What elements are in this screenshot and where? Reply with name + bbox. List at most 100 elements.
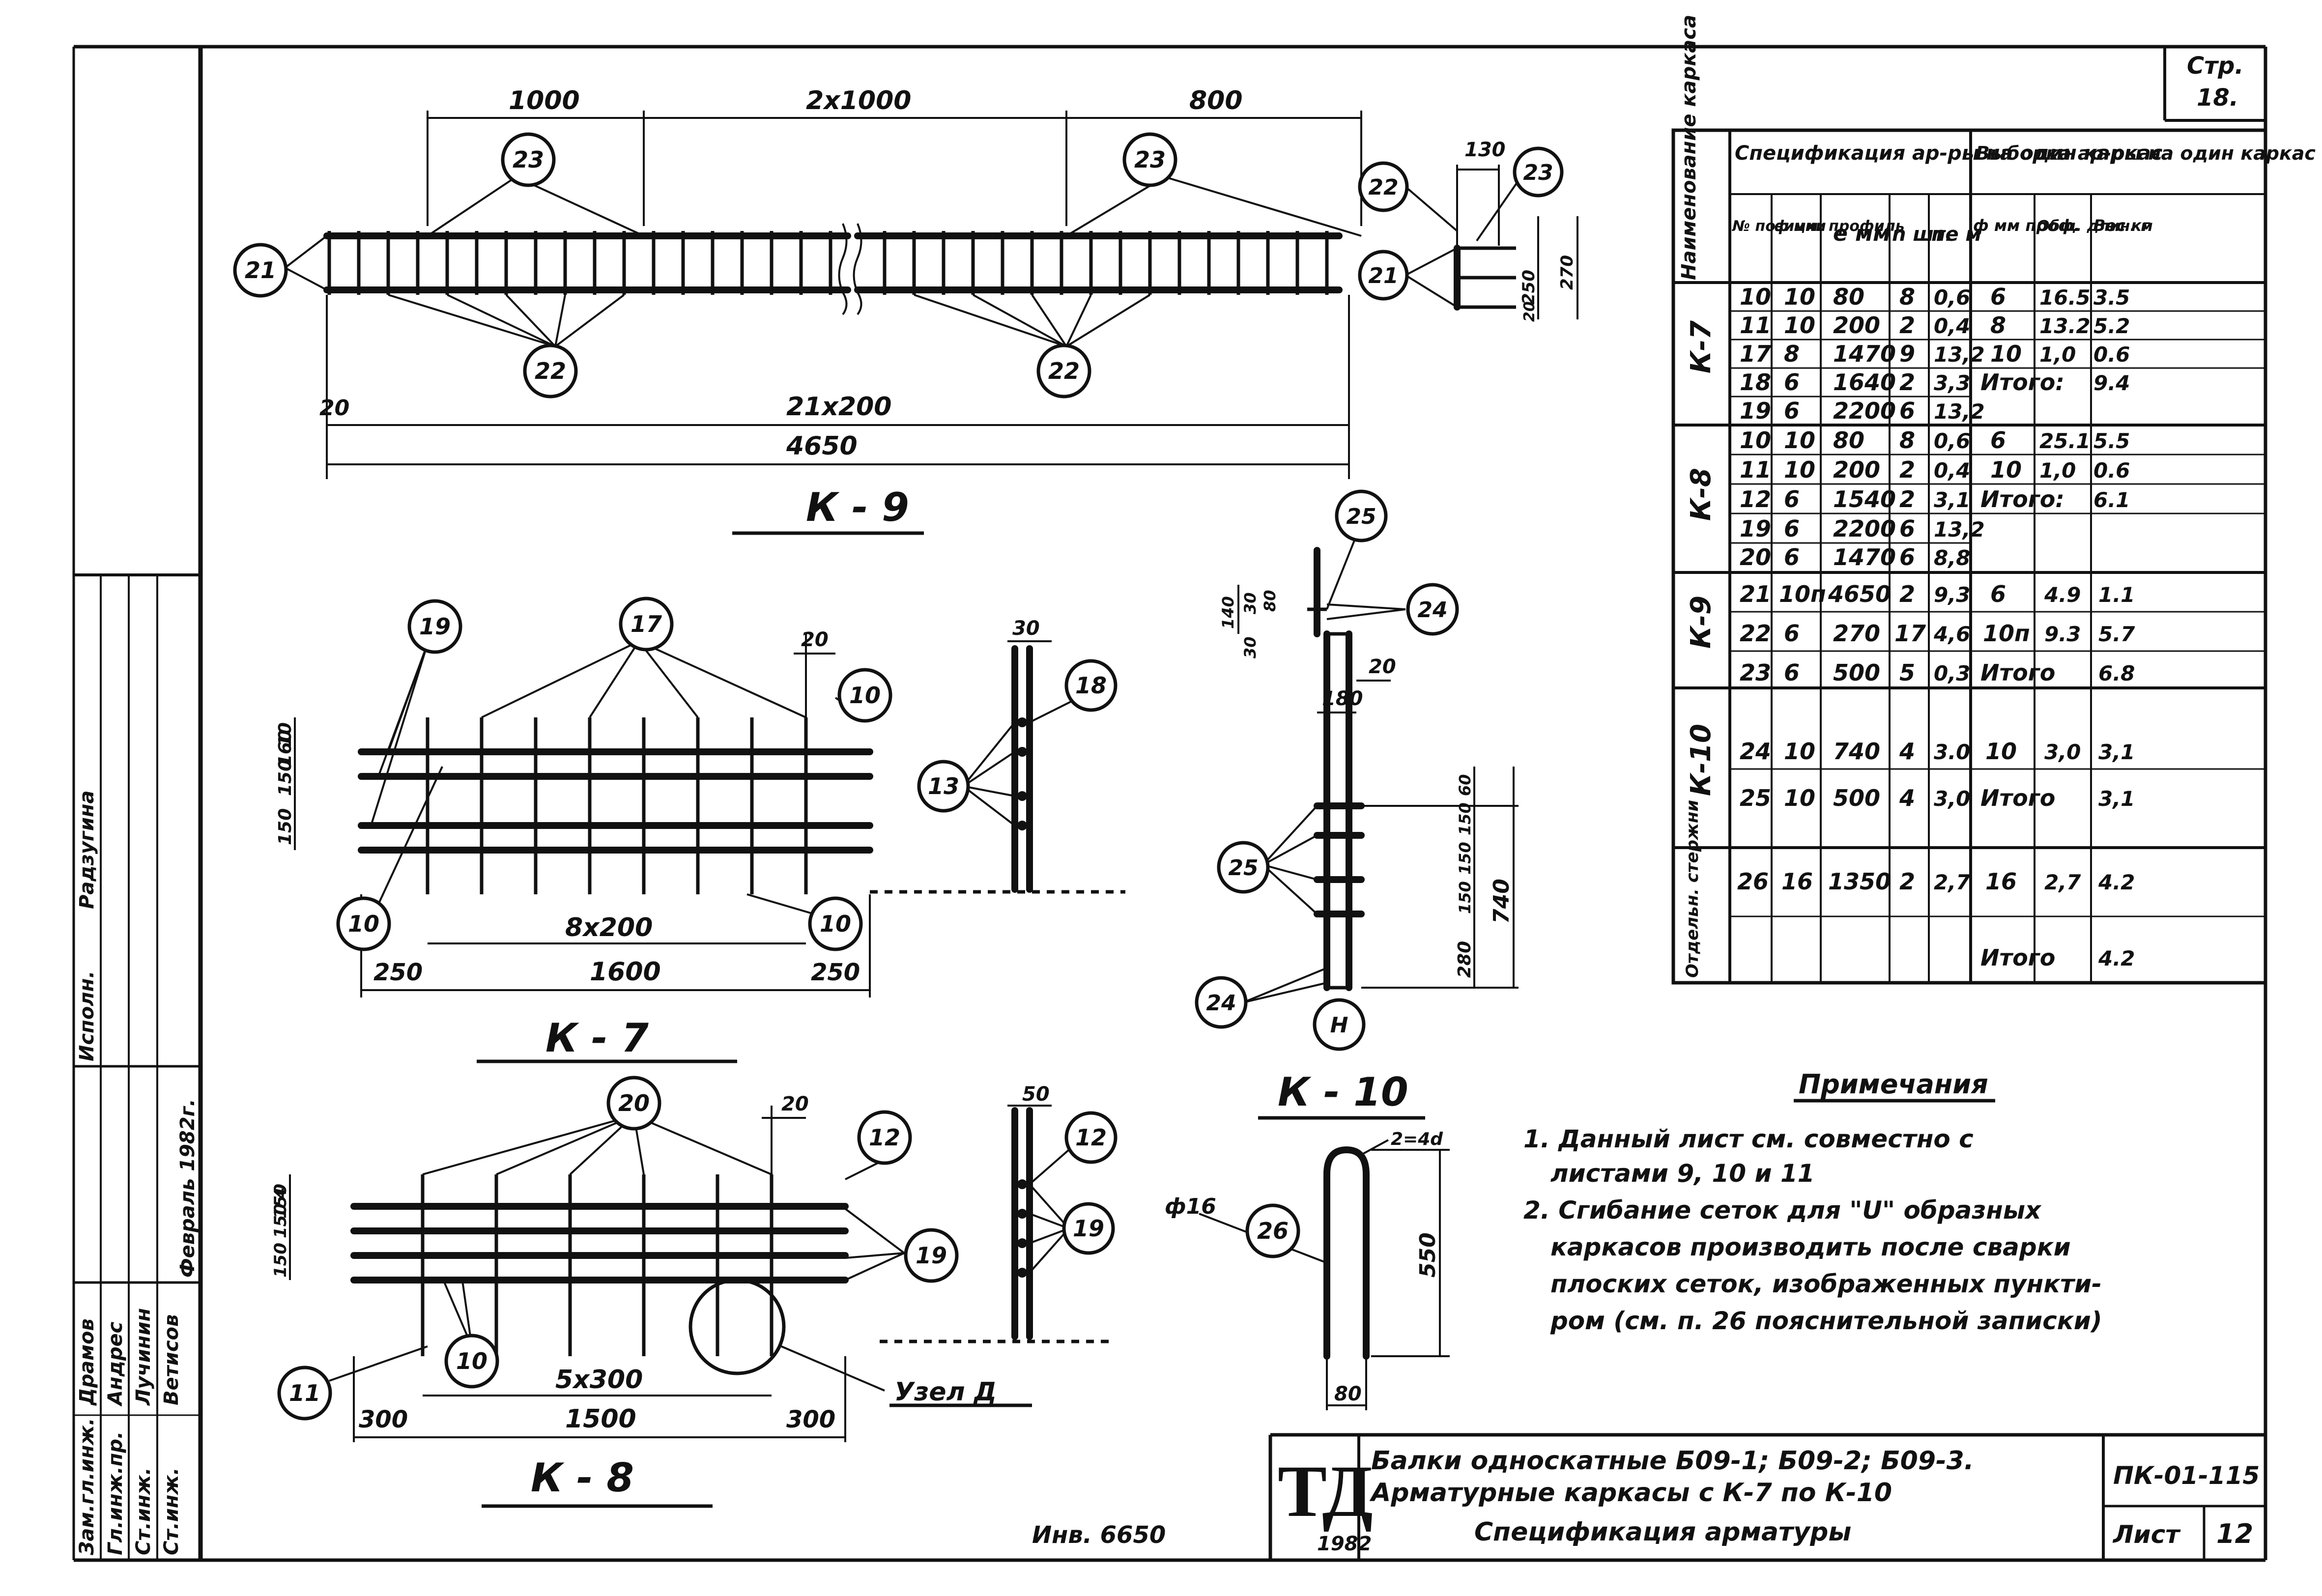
stamp-role-2: Гл.инж.пр. bbox=[104, 1431, 127, 1555]
spec-head-spec: Спецификация ар-ры на один каркас bbox=[1735, 142, 2163, 165]
spec-cell: 18 bbox=[1740, 369, 1771, 396]
notes-line-4: каркасов производить после сварки bbox=[1550, 1233, 2071, 1261]
view-k8-section: 50 12 19 bbox=[880, 1083, 1118, 1343]
table-row: 10 10 80 8 0,6 6 25.1 5.5 bbox=[1740, 427, 2130, 454]
k7-dim-left-3: 150 bbox=[275, 808, 295, 845]
spec-cell: 13,2 bbox=[1934, 399, 1985, 424]
k7-sec-dim-top: 30 bbox=[1012, 617, 1040, 640]
k9-sec-callout-22: 22 bbox=[1368, 175, 1398, 200]
spec-cell: 1,0 bbox=[2039, 342, 2076, 367]
notes-line-5: плоских сеток, изображенных пункти- bbox=[1550, 1270, 2102, 1298]
spec-cell: 2200 bbox=[1833, 515, 1896, 542]
spec-cell: 24 bbox=[1740, 738, 1771, 765]
k8-callout-11: 11 bbox=[289, 1380, 320, 1406]
spec-cell: 13,2 bbox=[1934, 342, 1985, 367]
spec-cell: 10 bbox=[1985, 738, 2017, 765]
spec-cell: 740 bbox=[1833, 738, 1880, 765]
spec-cell: 9.4 bbox=[2093, 371, 2130, 395]
spec-cell: 2 bbox=[1899, 312, 1915, 339]
spec-cell: 10 bbox=[1784, 312, 1815, 339]
k7-dim-mid: 8х200 bbox=[565, 913, 653, 942]
view-k9: 1000 2х1000 800 bbox=[233, 86, 1362, 535]
table-row: 18 6 1640 2 3,3 Итого: 9.4 bbox=[1740, 369, 2130, 396]
k8-callout-10: 10 bbox=[456, 1348, 487, 1374]
k10-callout-24a: 24 bbox=[1417, 598, 1447, 623]
k9-sec-dim-w: 130 bbox=[1464, 139, 1506, 161]
table-row: 11 10 200 2 0,4 8 13.2 5.2 bbox=[1740, 312, 2130, 339]
k8-dim-mid: 5х300 bbox=[555, 1365, 643, 1395]
k8-dim-bottom-2: 1500 bbox=[565, 1404, 636, 1434]
stamp-role-1: Зам.гл.инж. bbox=[76, 1418, 98, 1556]
k10-callout-n: Н bbox=[1330, 1013, 1348, 1038]
spec-cell: 0.6 bbox=[2093, 458, 2130, 483]
table-row: Итого 4.2 bbox=[1980, 944, 2135, 971]
k7-sec-callout-18: 18 bbox=[1075, 672, 1107, 699]
table-row: 17 8 1470 9 13,2 10 1,0 0.6 bbox=[1740, 341, 2130, 367]
k8-callout-19: 19 bbox=[916, 1242, 947, 1269]
stamp-executor-role: Исполн. bbox=[76, 971, 98, 1061]
k7-callout-19: 19 bbox=[419, 613, 451, 640]
k10-dim-top-2: 30 bbox=[1241, 592, 1260, 614]
k10-dim-a: 180 bbox=[1322, 687, 1363, 710]
spec-cell: 6 bbox=[1899, 398, 1915, 424]
stamp-name-2: Андрес bbox=[104, 1321, 127, 1407]
k9-callout-22b: 22 bbox=[1048, 358, 1080, 384]
spec-cell: 4,6 bbox=[1933, 622, 1970, 646]
spec-cell: 5.5 bbox=[2093, 429, 2130, 453]
spec-cell: 20 bbox=[1740, 544, 1771, 570]
spec-cell: 80 bbox=[1833, 427, 1864, 454]
stamp-role-3: Ст.инж. bbox=[132, 1468, 155, 1555]
spec-cell: 6.1 bbox=[2093, 488, 2130, 512]
spec-col-1: № позиции bbox=[1731, 218, 1826, 235]
k9-dim-top-1: 1000 bbox=[509, 86, 580, 115]
spec-cell: 12 bbox=[1740, 486, 1771, 513]
table-row: 11 10 200 2 0,4 10 1,0 0.6 bbox=[1740, 456, 2130, 483]
spec-cell: 4.9 bbox=[2044, 583, 2081, 607]
k8-stirrups bbox=[421, 1174, 774, 1356]
k10-dim-top-1: 140 bbox=[1219, 596, 1237, 629]
bar26-diameter: ф16 bbox=[1165, 1194, 1216, 1219]
k9-dim-top-2: 2х1000 bbox=[806, 86, 911, 115]
title-line-2: Арматурные каркасы с К-7 по К-10 bbox=[1369, 1478, 1892, 1508]
k10-dim-right-5: 280 bbox=[1455, 941, 1475, 978]
spec-cell: 11 bbox=[1740, 312, 1771, 339]
spec-cell: 4 bbox=[1899, 738, 1915, 765]
spec-cell: 3,0 bbox=[2044, 740, 2081, 764]
spec-cell: 2 bbox=[1899, 369, 1915, 396]
k8-callout-20: 20 bbox=[618, 1090, 650, 1116]
spec-cell: 5.2 bbox=[2093, 314, 2130, 338]
k8-dim-left-4: 150 bbox=[271, 1184, 290, 1219]
spec-cell: 8 bbox=[1899, 284, 1915, 310]
k8-dim-left-2: 150 bbox=[271, 1203, 290, 1238]
k8-title: К - 8 bbox=[531, 1455, 634, 1501]
table-row: 24 10 740 4 3.0 10 3,0 3,1 bbox=[1740, 738, 2135, 765]
bar26-radius: 2=4d bbox=[1391, 1129, 1443, 1149]
spec-cell: 0,3 bbox=[1934, 661, 1970, 685]
table-row: 21 10п 4650 2 9,3 6 4.9 1.1 bbox=[1740, 581, 2135, 607]
stamp-name-1: Драмов bbox=[76, 1318, 98, 1406]
spec-cell: 0,4 bbox=[1934, 314, 1970, 338]
table-row: 10 10 80 8 0,6 6 16.5 3.5 bbox=[1740, 284, 2130, 310]
spec-cell: 6 bbox=[1899, 544, 1915, 570]
spec-cell: 16.5 bbox=[2039, 285, 2091, 310]
spec-cell: 8 bbox=[1990, 312, 2006, 339]
k10-dim-right-3: 150 bbox=[1456, 842, 1474, 875]
spec-cell: 3.0 bbox=[1934, 740, 1970, 764]
k10-title: К - 10 bbox=[1278, 1069, 1408, 1115]
spec-cell: 0,4 bbox=[1934, 458, 1970, 483]
title-line-1: Балки односкатные Б09-1; Б09-2; Б09-3. bbox=[1371, 1446, 1974, 1476]
notes-line-6: ром (см. п. 26 пояснительной записки) bbox=[1550, 1307, 2102, 1335]
spec-cell: 270 bbox=[1833, 620, 1880, 647]
spec-cell: Итого: bbox=[1980, 369, 2064, 396]
k9-sec-callout-23: 23 bbox=[1523, 160, 1553, 185]
k7-dim-top: 20 bbox=[801, 628, 829, 651]
spec-col-5: ne м bbox=[1931, 223, 1981, 246]
spec-head-sel: Выборка ар-ры на один каркас bbox=[1976, 142, 2316, 164]
table-row: 23 6 500 5 0,3 Итого 6.8 bbox=[1740, 659, 2135, 686]
k8-node-label: Узел Д bbox=[894, 1377, 997, 1407]
k9-title: К - 9 bbox=[806, 484, 909, 530]
spec-cell: 500 bbox=[1833, 659, 1880, 686]
spec-col-2: ф мм. профиль bbox=[1774, 218, 1905, 235]
spec-cell: 2200 bbox=[1833, 398, 1896, 424]
spec-cell: 2,7 bbox=[1934, 870, 1971, 894]
